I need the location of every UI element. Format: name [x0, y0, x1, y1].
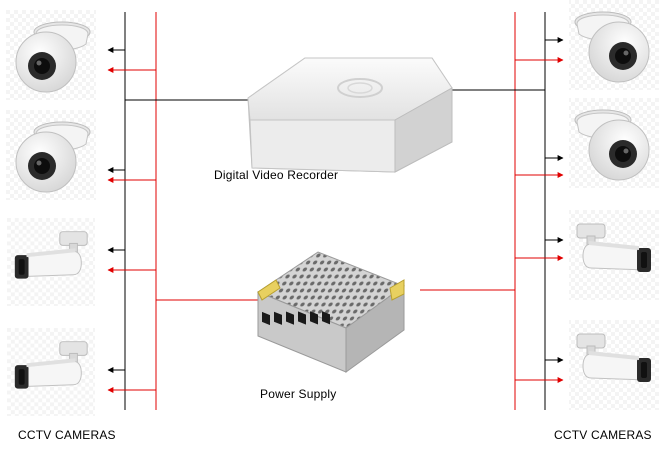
right-arrows: [515, 37, 564, 383]
dome-camera-icon: [5, 10, 97, 100]
dome-camera-icon: [568, 0, 660, 90]
dome-camera-icon: [5, 110, 97, 200]
left-arrows: [107, 47, 156, 393]
bullet-camera-icon: [568, 320, 660, 410]
dome-camera-icon: [568, 98, 660, 188]
left-cameras-label: CCTV CAMERAS: [18, 428, 116, 442]
dvr-label: Digital Video Recorder: [214, 168, 339, 182]
power-supply-icon: [256, 251, 406, 373]
bullet-camera-icon: [568, 210, 660, 300]
right-cameras-label: CCTV CAMERAS: [554, 428, 652, 442]
dvr-box-icon: [247, 57, 453, 173]
bullet-camera-icon: [6, 218, 96, 306]
power-supply-label: Power Supply: [260, 387, 337, 401]
bullet-camera-icon: [6, 328, 96, 416]
